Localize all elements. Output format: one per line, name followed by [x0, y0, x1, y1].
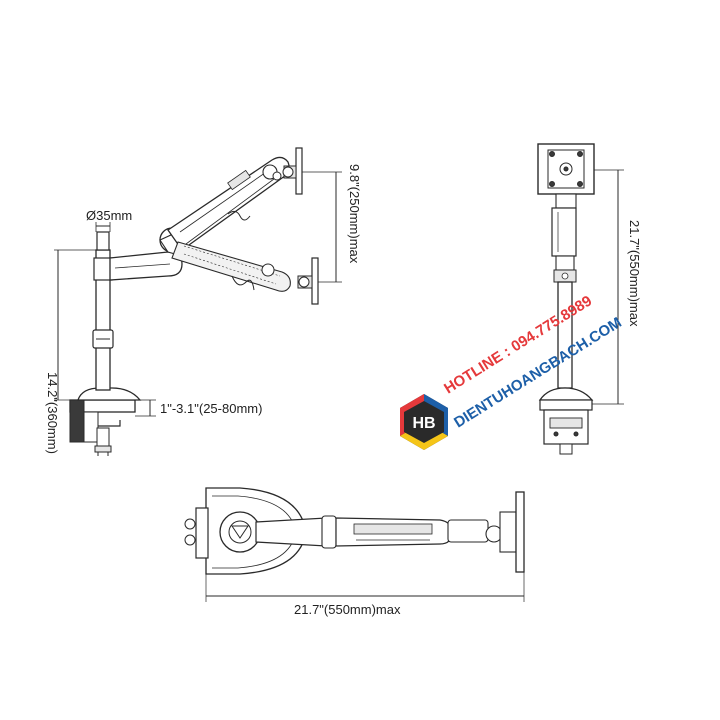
front-clamp [538, 387, 594, 455]
top-reach-label: 21.7"(550mm)max [294, 602, 401, 617]
top-view: 21.7"(550mm)max [184, 487, 525, 617]
front-vesa-plate [537, 143, 595, 195]
side-base [77, 387, 142, 401]
side-clamp [69, 399, 136, 456]
side-view: Ø35mm 14.2"(360mm) 9.8"(250mm)max 1"-3.1… [45, 147, 362, 456]
front-arm [551, 193, 577, 283]
side-upper-vesa [282, 147, 303, 195]
front-view: 21.7"(550mm)max [537, 143, 642, 455]
pole-height-label: 14.2"(360mm) [45, 372, 60, 454]
side-upper-arm-lowered [171, 241, 319, 305]
hb-logo: HB [400, 394, 448, 450]
clamp-range-label: 1"-3.1"(25-80mm) [160, 401, 262, 416]
side-upper-arm [167, 156, 290, 251]
hb-logo-text: HB [412, 415, 435, 432]
pole-diameter-label: Ø35mm [86, 208, 132, 223]
top-vesa-plate [515, 491, 525, 573]
top-arm [255, 511, 517, 553]
side-pole [92, 231, 114, 391]
front-pole [557, 281, 573, 389]
front-reach-label: 21.7"(550mm)max [627, 220, 642, 327]
watermark: HB HOTLINE : 094.775.8989 DIENTUHOANGBAC… [400, 292, 625, 450]
vesa-height-label: 9.8"(250mm)max [347, 164, 362, 264]
